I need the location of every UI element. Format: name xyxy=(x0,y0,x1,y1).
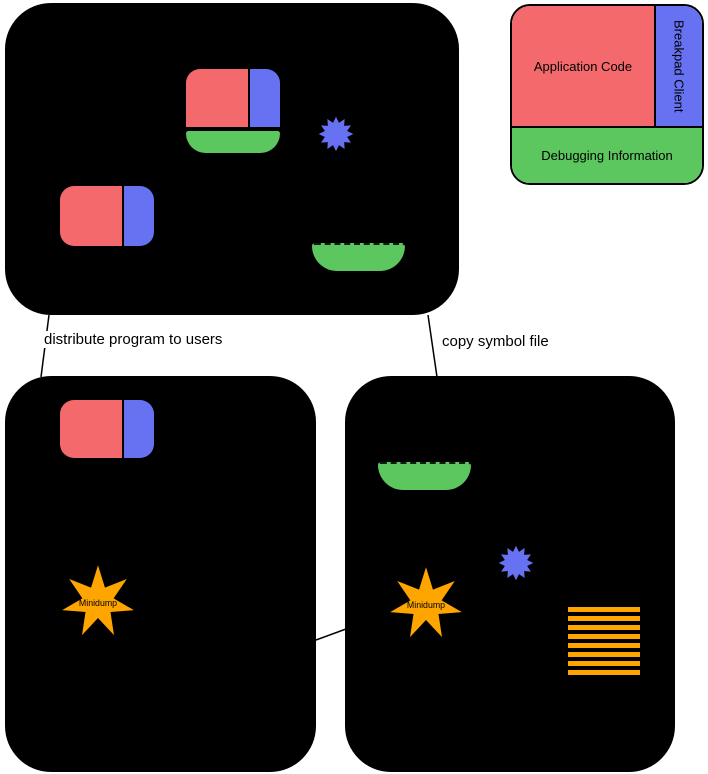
legend-top-row: Application Code Breakpad Client xyxy=(512,6,702,126)
edge-copy-symbol-line xyxy=(427,314,438,378)
stack-trace-line xyxy=(568,634,640,639)
application-module-stripped xyxy=(60,186,154,246)
crash-burst-icon xyxy=(498,545,534,581)
crash-burst-icon xyxy=(318,116,354,152)
minidump-label: Minidump xyxy=(407,600,445,610)
application-code-part xyxy=(186,69,248,127)
stack-trace-line xyxy=(568,625,640,630)
developer-machine-box xyxy=(5,3,459,315)
edge-minidump-transfer-line xyxy=(315,628,347,641)
legend-debugging-information-label: Debugging Information xyxy=(541,148,673,163)
application-code-part xyxy=(60,186,122,246)
legend-breakpad-client-label: Breakpad Client xyxy=(671,19,687,113)
stack-trace-line xyxy=(568,607,640,612)
minidump-label: Minidump xyxy=(79,598,117,608)
stack-trace-line xyxy=(568,670,640,675)
legend-debugging-information: Debugging Information xyxy=(512,126,702,183)
stack-trace-line xyxy=(568,616,640,621)
legend-box: Application Code Breakpad Client Debuggi… xyxy=(510,4,704,185)
edge-label-distribute: distribute program to users xyxy=(42,331,225,348)
symbol-file-shape xyxy=(378,462,471,490)
breakpad-client-part xyxy=(250,69,280,127)
symbol-file-shape xyxy=(312,243,405,271)
application-module-stripped xyxy=(60,400,154,458)
stack-trace-line xyxy=(568,661,640,666)
edge-label-copy-symbol: copy symbol file xyxy=(440,333,551,350)
stack-trace-line xyxy=(568,643,640,648)
legend-breakpad-client: Breakpad Client xyxy=(654,6,702,126)
breakpad-client-part xyxy=(124,186,154,246)
minidump-star-icon: Minidump xyxy=(390,567,462,638)
minidump-star-icon: Minidump xyxy=(62,565,134,636)
legend-application-code-label: Application Code xyxy=(533,58,633,74)
user-machine-box: Minidump xyxy=(5,376,316,772)
crash-processor-box: Minidump xyxy=(345,376,675,772)
debugging-information-part xyxy=(186,131,280,153)
breakpad-client-part xyxy=(124,400,154,458)
application-code-part xyxy=(60,400,122,458)
legend-application-code: Application Code xyxy=(512,6,654,126)
stack-trace-lines xyxy=(568,607,640,679)
application-module-with-debug-info xyxy=(186,69,280,153)
stack-trace-line xyxy=(568,652,640,657)
